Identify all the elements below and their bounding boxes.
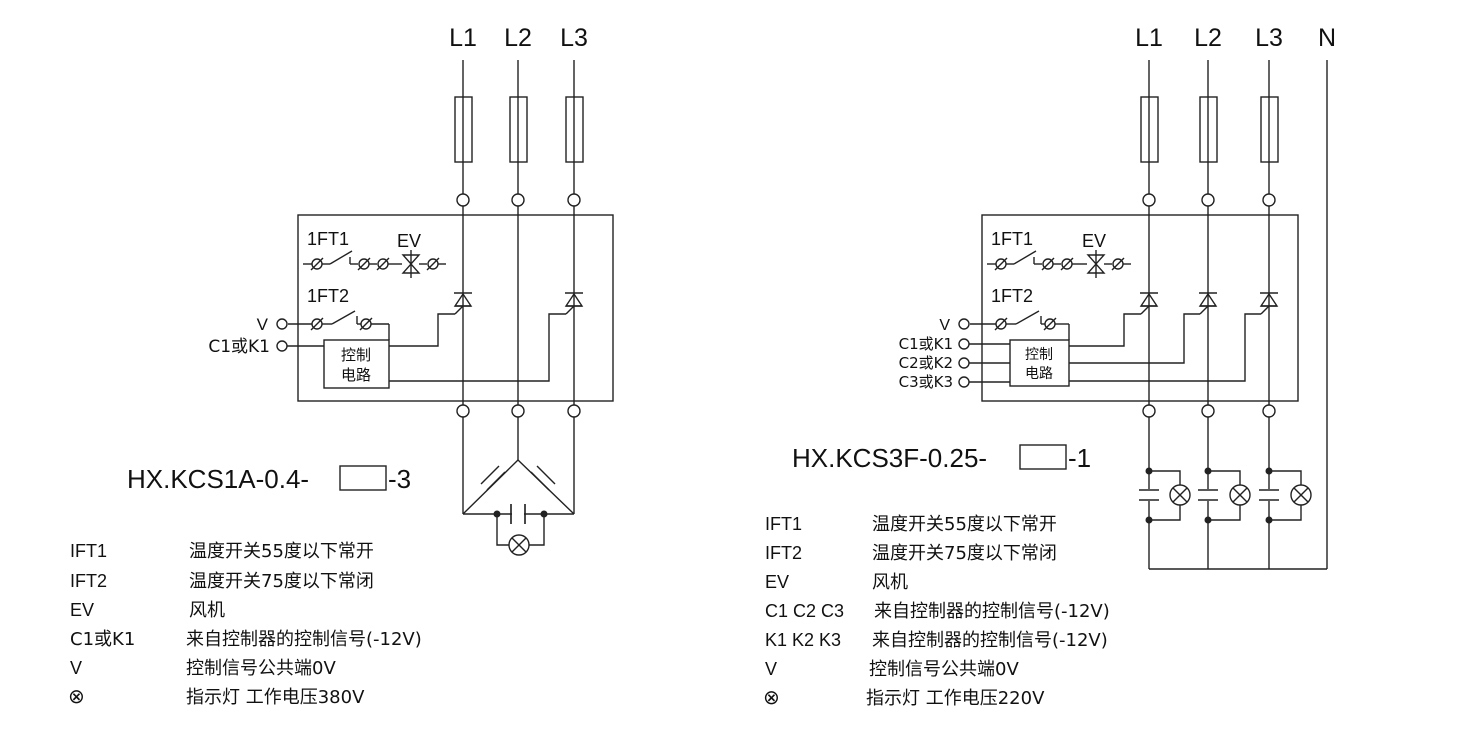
left-legend-code-5: V [70, 658, 82, 678]
right-phase-label-l1: L1 [1135, 24, 1163, 52]
right-legend-desc-1: 温度开关55度以下常开 [872, 514, 1057, 535]
right-legend-desc-2: 温度开关75度以下常闭 [872, 543, 1057, 564]
left-legend-desc-1: 温度开关55度以下常开 [189, 541, 374, 562]
left-legend-code-3: EV [70, 600, 94, 620]
left-control-line1: 控制 [341, 346, 371, 364]
right-input-c1k1-label: C1或K1 [899, 335, 953, 353]
right-capacitor-lamp-l1 [1139, 467, 1191, 524]
left-terminal-top-l3 [567, 193, 581, 207]
left-module-box [297, 214, 614, 402]
left-thyristor-l1 [453, 292, 473, 315]
right-legend-code-2: IFT2 [765, 543, 802, 563]
right-capacitor-lamp-l2 [1198, 467, 1251, 524]
right-legend-code-4: C1 C2 C3 [765, 601, 844, 621]
left-terminal-top-l2 [511, 193, 525, 207]
right-control-line1: 控制 [1025, 347, 1053, 363]
left-input-c1k1-terminal [276, 340, 288, 352]
left-legend-desc-5: 控制信号公共端0V [186, 658, 336, 679]
right-ft1-switch-fan-chain [987, 250, 1131, 278]
left-input-v-label: V [257, 315, 269, 334]
right-legend: IFT1 温度开关55度以下常开 IFT2 温度开关75度以下常闭 EV 风机 … [763, 514, 1110, 709]
left-model-blank-box [339, 465, 387, 491]
right-module-box [981, 214, 1299, 402]
left-legend-code-1: IFT1 [70, 541, 107, 561]
right-legend-desc-7: 指示灯 工作电压220V [866, 688, 1045, 709]
right-capacitor-lamp-l3 [1259, 467, 1312, 524]
right-input-v-terminal [958, 318, 970, 330]
left-legend-desc-4: 来自控制器的控制信号(-12V) [186, 629, 422, 650]
left-phase-label-l2: L2 [504, 24, 532, 52]
right-model-suffix: -1 [1068, 443, 1091, 473]
right-ft1-label: 1FT1 [991, 229, 1033, 249]
left-ft2-label: 1FT2 [307, 286, 349, 306]
right-phase-label-n: N [1318, 24, 1336, 52]
left-legend-code-2: IFT2 [70, 571, 107, 591]
left-terminal-bottom-l1 [456, 404, 470, 418]
right-ft2-switch [970, 310, 1070, 340]
left-model-suffix: -3 [388, 464, 411, 494]
right-model-blank-box [1019, 444, 1067, 470]
right-thyristor-l1 [1139, 292, 1159, 315]
right-legend-desc-6: 控制信号公共端0V [869, 659, 1019, 680]
right-terminal-top-l2 [1201, 193, 1215, 207]
right-input-c3k3-label: C3或K3 [899, 373, 953, 391]
left-control-circuit-box [323, 339, 390, 389]
right-input-c3k3-terminal [958, 376, 970, 388]
left-legend-code-4: C1或K1 [70, 629, 135, 650]
right-input-c1k1-terminal [958, 338, 970, 350]
right-ft2-label: 1FT2 [991, 286, 1033, 306]
left-ft1-switch-fan-chain [303, 250, 446, 278]
right-terminal-top-l1 [1142, 193, 1156, 207]
right-input-v-label: V [939, 317, 950, 334]
left-model-prefix: HX.KCS1A-0.4- [127, 464, 309, 494]
left-legend-desc-3: 风机 [189, 600, 225, 621]
left-legend-desc-6: 指示灯 工作电压380V [186, 687, 365, 708]
left-phase-label-l1: L1 [449, 24, 477, 52]
right-legend-desc-5: 来自控制器的控制信号(-12V) [872, 630, 1108, 651]
left-ft1-label: 1FT1 [307, 229, 349, 249]
left-delta-capacitor-bank [462, 432, 575, 556]
right-thyristor-l2 [1198, 292, 1218, 315]
right-legend-code-6: V [765, 659, 777, 679]
right-terminal-bottom-l2 [1201, 404, 1215, 418]
right-legend-desc-4: 来自控制器的控制信号(-12V) [874, 601, 1110, 622]
right-thyristor-l3 [1259, 292, 1279, 315]
right-legend-code-3: EV [765, 572, 789, 592]
left-diagram: L1 L2 L3 1FT1 EV [68, 24, 614, 708]
left-control-line2: 电路 [341, 366, 371, 384]
left-phase-label-l3: L3 [560, 24, 588, 52]
left-legend: IFT1 温度开关55度以下常开 IFT2 温度开关75度以下常闭 EV 风机 … [68, 541, 422, 708]
right-phase-label-l3: L3 [1255, 24, 1283, 52]
right-terminal-bottom-l1 [1142, 404, 1156, 418]
left-terminal-bottom-l3 [567, 404, 581, 418]
left-legend-desc-2: 温度开关75度以下常闭 [189, 571, 374, 592]
left-terminal-bottom-l2 [511, 404, 525, 418]
right-control-line2: 电路 [1025, 366, 1053, 382]
left-ft2-switch [288, 310, 390, 340]
left-legend-lamp-symbol: ⊗ [68, 684, 85, 708]
right-legend-code-5: K1 K2 K3 [765, 630, 841, 650]
left-terminal-top-l1 [456, 193, 470, 207]
right-terminal-top-l3 [1262, 193, 1276, 207]
left-input-c1k1-label: C1或K1 [208, 337, 270, 357]
left-input-v-terminal [276, 318, 288, 330]
right-diagram: L1 L2 L3 N 1FT1 EV [763, 24, 1336, 709]
right-phase-label-l2: L2 [1194, 24, 1222, 52]
left-ev-label: EV [397, 231, 421, 251]
right-legend-desc-3: 风机 [872, 572, 908, 593]
right-ev-label: EV [1082, 231, 1106, 251]
right-model-prefix: HX.KCS3F-0.25- [792, 443, 987, 473]
right-legend-lamp-symbol: ⊗ [763, 685, 780, 709]
right-input-c2k2-label: C2或K2 [899, 354, 953, 372]
right-input-c2k2-terminal [958, 357, 970, 369]
right-terminal-bottom-l3 [1262, 404, 1276, 418]
left-thyristor-l3 [564, 292, 584, 315]
right-legend-code-1: IFT1 [765, 514, 802, 534]
